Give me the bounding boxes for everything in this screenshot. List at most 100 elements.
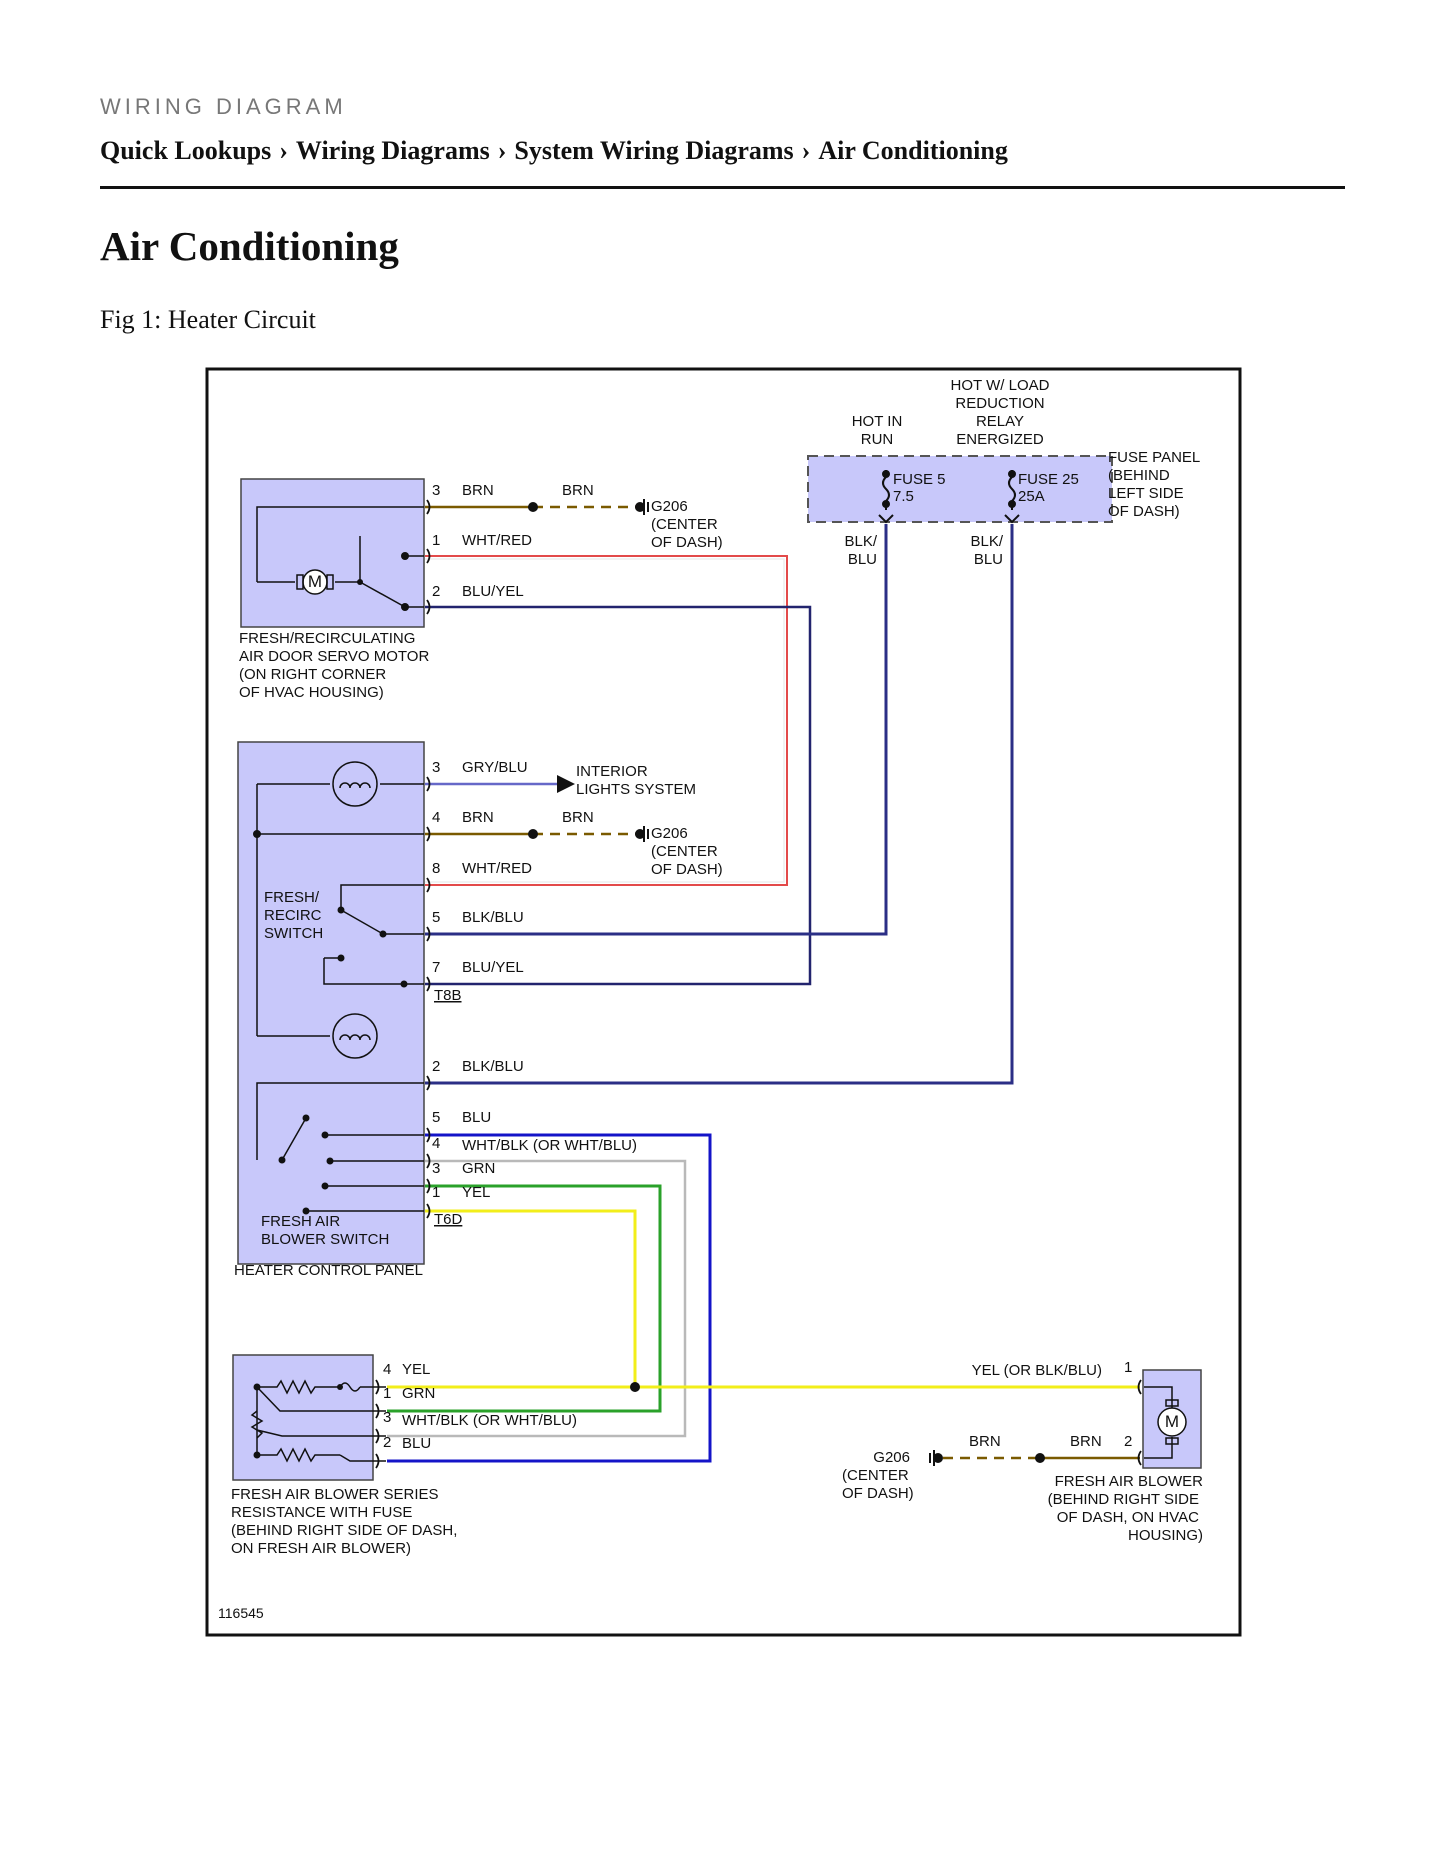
panel-pin: 7 [432,959,440,976]
resistor-icon [250,1379,386,1463]
panel-pin: 1 [432,1184,440,1201]
blower-switch-label-1: FRESH AIR [261,1213,340,1230]
wire-blu [387,1133,712,1463]
blower-switch-label-2: BLOWER SWITCH [261,1231,389,1248]
hot-load-label-2: REDUCTION [955,395,1044,412]
fuse25-label-2: 25A [1018,488,1045,505]
blower-ground-label-1: G206 [873,1449,910,1466]
panel-ground-label-1: G206 [651,825,688,842]
switch-contact [401,603,409,611]
fuse5-wire-label-2: BLU [848,551,877,568]
blower-pin: 2 [1124,1433,1132,1450]
breadcrumb-item-wiring-diagrams[interactable]: Wiring Diagrams [295,136,490,165]
servo-ground-label-1: G206 [651,498,688,515]
breadcrumb-item-system-wiring-diagrams[interactable]: System Wiring Diagrams [514,136,794,165]
resistor-wire-label: GRN [402,1385,435,1402]
panel-pin: 3 [432,1160,440,1177]
panel-wire-label: YEL [462,1184,490,1201]
panel-wire-label: BLU/YEL [462,959,524,976]
fuse5-wire-label-1: BLK/ [844,533,877,550]
resistor-pin: 2 [383,1434,391,1451]
fuse-icon [1004,470,1020,524]
servo-wire-label: WHT/RED [462,532,532,549]
splice-dot [630,1382,640,1392]
wire-wht-red [425,555,788,886]
blower-pin2-wire-label: BRN [1070,1433,1102,1450]
motor-m-icon: M [1165,1412,1179,1431]
ground-icon [635,826,649,842]
servo-label-2: AIR DOOR SERVO MOTOR [239,648,429,665]
hot-load-label-3: RELAY [976,413,1024,430]
servo-label-3: (ON RIGHT CORNER [239,666,386,683]
resistor-label-1: FRESH AIR BLOWER SERIES [231,1486,439,1503]
splice-dot [528,502,538,512]
hot-load-label-1: HOT W/ LOAD [951,377,1050,394]
panel-ground-label-3: OF DASH) [651,861,723,878]
servo-wire-label: BLU/YEL [462,583,524,600]
panel-wire-label: GRN [462,1160,495,1177]
blower-ground-label-3: OF DASH) [842,1485,914,1502]
breadcrumb-item-quick-lookups[interactable]: Quick Lookups [100,136,272,165]
panel-wire-label: BLK/BLU [462,909,524,926]
resistor-pin: 4 [383,1361,391,1378]
panel-wire-label: WHT/BLK (OR WHT/BLU) [462,1137,637,1154]
resistor-pin: 1 [383,1385,391,1402]
ground-icon [929,1450,943,1466]
fuse25-label-1: FUSE 25 [1018,471,1079,488]
resistor-label-2: RESISTANCE WITH FUSE [231,1504,412,1521]
header-divider [100,186,1345,189]
fuse-panel-label-1: FUSE PANEL [1108,449,1200,466]
document-eyebrow: WIRING DIAGRAM [100,94,347,119]
servo-motor-box [240,478,425,628]
switch-contact [401,552,409,560]
hot-load-label-4: ENERGIZED [956,431,1044,448]
fuse-panel-label-4: OF DASH) [1108,503,1180,520]
arrow-right-icon [557,775,575,793]
recirc-switch-label-2: RECIRC [264,907,322,924]
breadcrumb-item-air-conditioning[interactable]: Air Conditioning [818,136,1008,165]
panel-pin: 5 [432,909,440,926]
servo-label-4: OF HVAC HOUSING) [239,684,384,701]
wire-wht-red-shadow [425,558,785,883]
resistor-label-3: (BEHIND RIGHT SIDE OF DASH, [231,1522,457,1539]
wire-wht-blk [387,1159,687,1438]
fuse-panel [807,455,1113,523]
breadcrumb: Quick Lookups›Wiring Diagrams›System Wir… [100,136,1008,166]
recirc-switch-label-1: FRESH/ [264,889,320,906]
heater-control-panel-label: HEATER CONTROL PANEL [234,1262,423,1279]
connector-t8b-label: T8B [434,987,462,1004]
wire-grn [387,1184,662,1413]
panel-ground-label-2: (CENTER [651,843,718,860]
panel-wire-label: WHT/RED [462,860,532,877]
resistor-wire-label: BLU [402,1435,431,1452]
breadcrumb-separator: › [497,136,507,165]
servo-wire-label: BRN [462,482,494,499]
blower-ground-wire-label: BRN [969,1433,1001,1450]
panel-pin: 4 [432,1135,440,1152]
fuse-panel-label-3: LEFT SIDE [1108,485,1184,502]
blower-ground-label-2: (CENTER [842,1467,909,1484]
servo-label-1: FRESH/RECIRCULATING [239,630,415,647]
blower-label-4: HOUSING) [1128,1527,1203,1544]
panel-ground-wire-label: BRN [562,809,594,826]
resistor-wire-label: YEL [402,1361,430,1378]
blower-label-1: FRESH AIR BLOWER [1055,1473,1204,1490]
blower-pin1-wire-label: YEL (OR BLK/BLU) [972,1362,1102,1379]
heater-control-panel-box [237,741,425,1265]
figure-caption: Fig 1: Heater Circuit [100,305,316,334]
fuse5-label-1: FUSE 5 [893,471,946,488]
servo-pin: 3 [432,482,440,499]
breadcrumb-separator: › [279,136,288,165]
servo-pin: 1 [432,532,440,549]
wire-yel-panel [425,1209,637,1385]
fuse-icon [878,470,894,524]
fuse5-label-2: 7.5 [893,488,914,505]
connector-terminals [375,499,1142,1469]
interior-lights-label-2: LIGHTS SYSTEM [576,781,696,798]
resistor-wire-label: WHT/BLK (OR WHT/BLU) [402,1412,577,1429]
panel-wire-label: BLK/BLU [462,1058,524,1075]
wire-blk-blu-fuse25 [425,524,1014,1085]
fuse-panel-label-2: (BEHIND [1108,467,1170,484]
control-panel-contacts [253,830,408,1215]
